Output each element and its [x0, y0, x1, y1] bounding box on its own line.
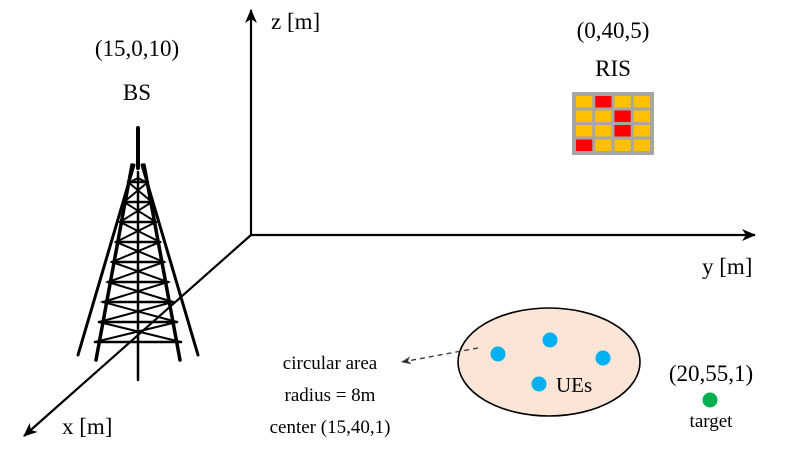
- y-axis-label: y [m]: [702, 254, 753, 279]
- area-annotation-line-1: circular area: [282, 353, 378, 374]
- ris-element: [595, 96, 612, 108]
- ris-element: [614, 139, 631, 151]
- ris-element: [595, 139, 612, 151]
- ue-circular-area: [457, 307, 641, 417]
- ris-coordinate: (0,40,5): [576, 18, 650, 43]
- target-dot: [702, 392, 718, 408]
- ris-element: [576, 96, 593, 108]
- ris-element: [633, 139, 650, 151]
- ris-element: [633, 110, 650, 122]
- ris-panel-icon: [572, 92, 654, 155]
- ue-dot: [490, 346, 506, 362]
- target-coordinate: (20,55,1): [668, 361, 754, 386]
- area-annotation-line-2: radius = 8m: [284, 385, 376, 406]
- bs-coordinate: (15,0,10): [94, 36, 180, 61]
- target-label: target: [689, 411, 733, 432]
- ris-element: [576, 139, 593, 151]
- ris-element: [576, 110, 593, 122]
- area-annotation-arrow: [401, 347, 479, 365]
- base-station-tower-icon: [76, 126, 200, 382]
- x-axis-label: x [m]: [62, 414, 113, 439]
- ris-element: [614, 110, 631, 122]
- ue-label: UEs: [556, 373, 593, 397]
- ue-dot: [542, 332, 558, 348]
- ris-element: [576, 125, 593, 137]
- ris-element: [595, 110, 612, 122]
- ris-element: [614, 125, 631, 137]
- z-axis-label: z [m]: [271, 9, 321, 34]
- ue-dot: [595, 350, 611, 366]
- area-annotation-line-3: center (15,40,1): [269, 417, 391, 438]
- ris-label: RIS: [595, 56, 631, 81]
- ris-element: [614, 96, 631, 108]
- ris-element: [633, 125, 650, 137]
- bs-label: BS: [122, 80, 152, 105]
- ris-element: [633, 96, 650, 108]
- ue-dot: [531, 376, 547, 392]
- ris-element: [595, 125, 612, 137]
